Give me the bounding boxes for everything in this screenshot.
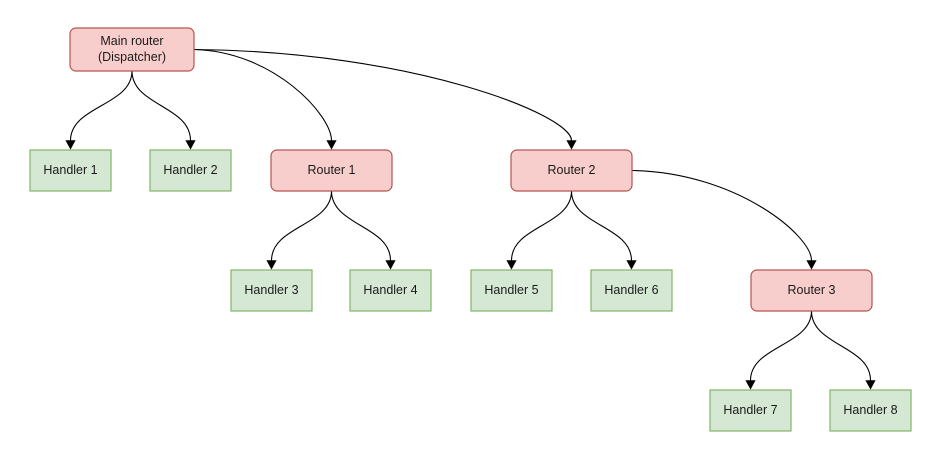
node-handler-3[interactable]: Handler 3 — [230, 269, 313, 312]
edge-router-2-to-handler-6 — [570, 190, 633, 262]
edge-router-1-to-handler-3 — [270, 190, 333, 262]
arrow-head-icon — [806, 260, 817, 270]
edge-main-router-to-router-1 — [193, 48, 333, 142]
arrow-head-icon — [266, 260, 277, 270]
edge-main-router-to-handler-2 — [131, 70, 192, 142]
node-handler-2[interactable]: Handler 2 — [149, 149, 232, 192]
node-handler-5[interactable]: Handler 5 — [470, 269, 553, 312]
edge-router-1-to-handler-4 — [330, 190, 392, 262]
node-router-2[interactable]: Router 2 — [510, 149, 633, 192]
node-router-1[interactable]: Router 1 — [270, 149, 393, 192]
edge-main-router-to-handler-1 — [69, 70, 133, 142]
arrow-head-icon — [385, 260, 396, 270]
edge-layer — [65, 48, 876, 390]
arrow-head-icon — [506, 260, 517, 270]
node-box-handler-7[interactable] — [709, 389, 792, 432]
node-handler-8[interactable]: Handler 8 — [829, 389, 912, 432]
arrow-head-icon — [65, 140, 76, 150]
node-box-handler-8[interactable] — [829, 389, 912, 432]
node-handler-4[interactable]: Handler 4 — [349, 269, 432, 312]
arrow-head-icon — [185, 140, 196, 150]
edge-router-3-to-handler-7 — [749, 310, 813, 382]
node-box-handler-2[interactable] — [149, 149, 232, 192]
arrow-head-icon — [566, 140, 577, 150]
edge-router-2-to-router-3 — [631, 169, 813, 262]
node-box-handler-5[interactable] — [470, 269, 553, 312]
node-layer: Main router(Dispatcher) Handler 1 Handler … — [29, 27, 912, 432]
node-box-handler-6[interactable] — [590, 269, 673, 312]
arrow-head-icon — [745, 380, 756, 390]
node-box-router-2[interactable] — [510, 149, 633, 192]
edge-main-router-to-router-2 — [193, 48, 573, 142]
node-handler-7[interactable]: Handler 7 — [709, 389, 792, 432]
node-box-handler-3[interactable] — [230, 269, 313, 312]
node-handler-1[interactable]: Handler 1 — [29, 149, 112, 192]
arrow-head-icon — [326, 140, 337, 150]
node-box-router-1[interactable] — [270, 149, 393, 192]
node-handler-6[interactable]: Handler 6 — [590, 269, 673, 312]
edge-router-3-to-handler-8 — [810, 310, 872, 382]
node-box-handler-4[interactable] — [349, 269, 432, 312]
node-box-router-3[interactable] — [750, 269, 873, 312]
edge-router-2-to-handler-5 — [510, 190, 573, 262]
arrow-head-icon — [626, 260, 637, 270]
node-main-router[interactable]: Main router(Dispatcher) — [69, 27, 195, 72]
node-router-3[interactable]: Router 3 — [750, 269, 873, 312]
node-box-main-router[interactable] — [69, 27, 195, 72]
arrow-head-icon — [865, 380, 876, 390]
node-box-handler-1[interactable] — [29, 149, 112, 192]
